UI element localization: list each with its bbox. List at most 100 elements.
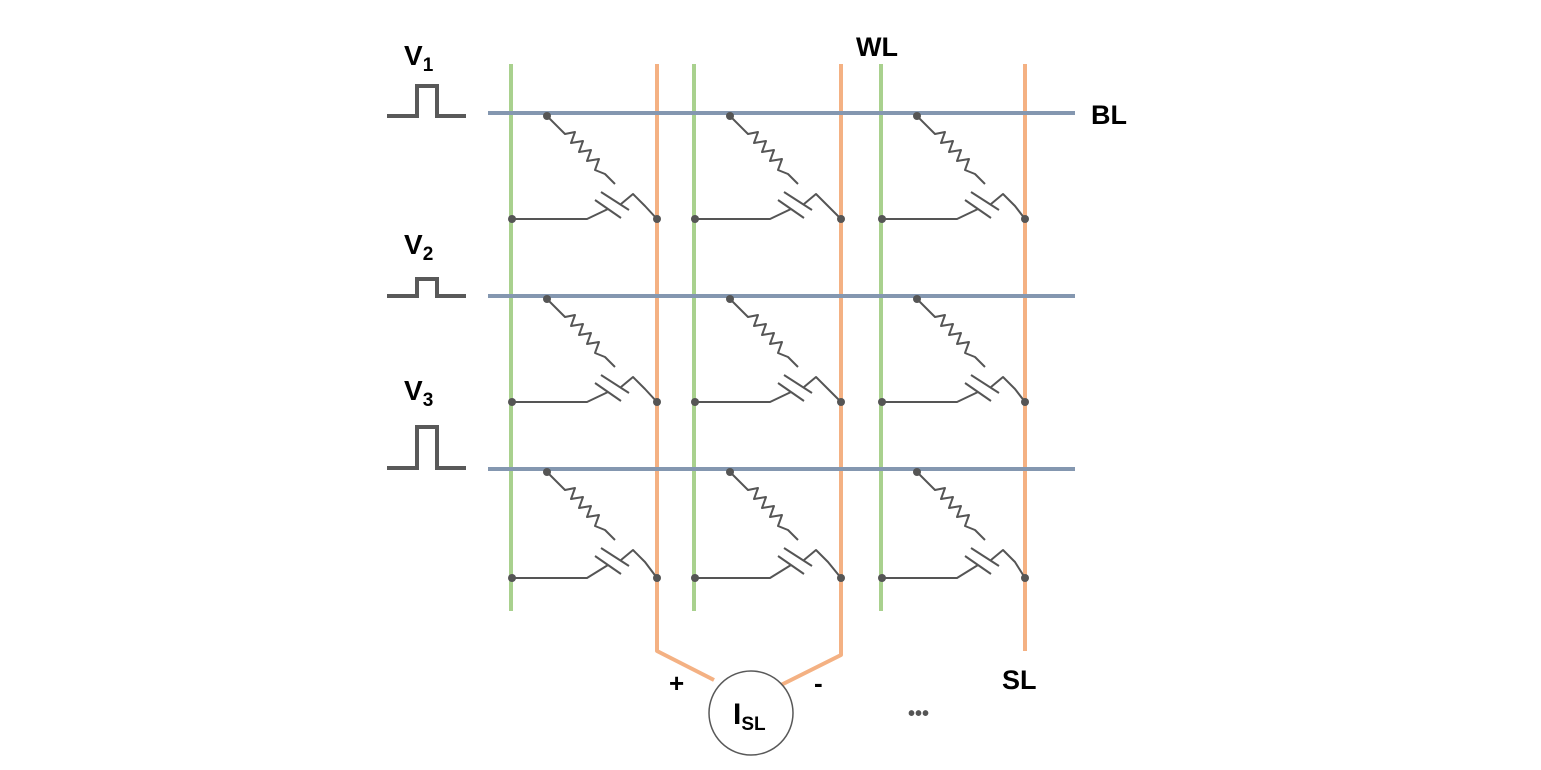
- transistor-channel: [970, 191, 1000, 211]
- gate-lead: [694, 208, 792, 220]
- drain-lead: [620, 549, 658, 579]
- memory-cell-r2-c3: [878, 295, 1029, 406]
- sl-label: SL: [1002, 665, 1037, 695]
- word-line-node: [508, 574, 516, 582]
- drain-lead: [620, 193, 658, 220]
- resistor: [729, 115, 799, 185]
- memory-cell-r2-c1: [508, 295, 661, 406]
- gate-lead: [511, 564, 609, 579]
- memory-cell-r1-c3: [878, 112, 1029, 223]
- bit-line-node: [726, 295, 734, 303]
- transistor-channel: [783, 191, 813, 211]
- drain-lead: [803, 549, 842, 579]
- v1-main: V: [404, 40, 423, 71]
- current-meter-circle: [708, 670, 794, 756]
- word-line-node: [691, 574, 699, 582]
- drain-lead: [990, 376, 1026, 403]
- isl-main: I: [733, 698, 741, 731]
- v3-main: V: [404, 375, 423, 406]
- source-line-node: [1021, 215, 1029, 223]
- bit-line-node: [543, 295, 551, 303]
- source-line-node: [653, 398, 661, 406]
- resistor: [546, 471, 616, 541]
- bit-line-node: [913, 112, 921, 120]
- word-line-node: [878, 398, 886, 406]
- source-line-node: [837, 398, 845, 406]
- memory-cell-r1-c2: [691, 112, 845, 223]
- resistor: [546, 115, 616, 185]
- resistor: [729, 298, 799, 368]
- word-line-node: [508, 215, 516, 223]
- plus-label: +: [669, 668, 684, 698]
- word-line-node: [508, 398, 516, 406]
- input-pulses: [387, 84, 466, 470]
- source-line-1: [655, 64, 715, 682]
- transistor-channel: [783, 374, 813, 394]
- word-line-node: [878, 215, 886, 223]
- v1-sub: 1: [423, 55, 434, 76]
- resistor: [916, 471, 986, 541]
- v2-sub: 2: [423, 244, 434, 265]
- word-lines: [509, 64, 883, 611]
- drain-lead: [803, 376, 842, 403]
- resistor: [546, 298, 616, 368]
- memory-cell-r2-c2: [691, 295, 845, 406]
- memory-cell-r3-c1: [508, 468, 661, 582]
- source-line-node: [837, 574, 845, 582]
- memory-cells: [508, 112, 1029, 582]
- gate-lead: [511, 391, 609, 403]
- minus-label: -: [814, 668, 823, 698]
- current-meter: ISL: [708, 670, 794, 756]
- bit-line-node: [913, 295, 921, 303]
- resistor: [729, 471, 799, 541]
- drain-lead: [990, 549, 1026, 579]
- v3-label: V3: [404, 375, 433, 411]
- bit-line-node: [726, 468, 734, 476]
- v1-label: V1: [404, 40, 434, 76]
- source-line-node: [1021, 574, 1029, 582]
- bit-line-node: [913, 468, 921, 476]
- word-line-node: [878, 574, 886, 582]
- bit-line-node: [543, 468, 551, 476]
- transistor-channel: [970, 547, 1000, 567]
- transistor-channel: [783, 547, 813, 567]
- bit-line-node: [726, 112, 734, 120]
- v2-main: V: [404, 229, 423, 260]
- source-line-node: [653, 574, 661, 582]
- word-line-node: [691, 215, 699, 223]
- transistor-channel: [600, 191, 630, 211]
- resistor: [916, 115, 986, 185]
- pulse-v3: [387, 425, 466, 470]
- drain-lead: [990, 193, 1026, 220]
- v3-sub: 3: [423, 390, 434, 411]
- memory-cell-r3-c3: [878, 468, 1029, 582]
- transistor-channel: [600, 547, 630, 567]
- drain-lead: [803, 193, 842, 220]
- gate-lead: [881, 208, 979, 220]
- resistor: [916, 298, 986, 368]
- source-line-node: [653, 215, 661, 223]
- gate-lead: [881, 564, 979, 579]
- bit-line-node: [543, 112, 551, 120]
- v2-label: V2: [404, 229, 433, 265]
- memory-cell-r3-c2: [691, 468, 845, 582]
- pulse-v2: [387, 277, 466, 298]
- memory-cell-r1-c1: [508, 112, 661, 223]
- transistor-channel: [970, 374, 1000, 394]
- gate-lead: [694, 564, 792, 579]
- transistor-channel: [600, 374, 630, 394]
- pulse-v1: [387, 84, 466, 118]
- source-line-2: [780, 64, 843, 687]
- bl-label: BL: [1091, 100, 1127, 130]
- source-lines: [655, 64, 1027, 687]
- gate-lead: [694, 391, 792, 403]
- wl-label: WL: [856, 32, 898, 62]
- word-line-node: [691, 398, 699, 406]
- bit-lines: [488, 111, 1075, 471]
- source-line-node: [837, 215, 845, 223]
- gate-lead: [881, 391, 979, 403]
- source-line-node: [1021, 398, 1029, 406]
- drain-lead: [620, 376, 658, 403]
- ellipsis-label: •••: [908, 703, 929, 725]
